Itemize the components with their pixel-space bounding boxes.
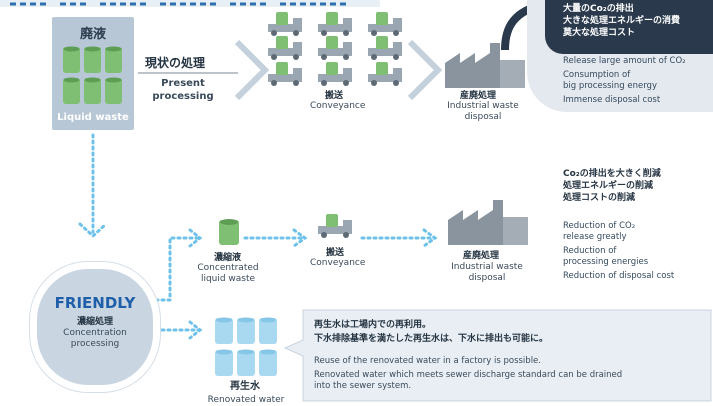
present-underline: [138, 72, 238, 74]
conveyance-mid-en: Conveyance: [310, 258, 366, 268]
chevron-arrow-icon: [235, 40, 270, 100]
disposal-mid-jp: 産廃処理: [463, 251, 500, 261]
callout-top-jp: 大量のCo₂の排出 大きな処理エネルギーの消費 莫大な処理コスト: [563, 3, 680, 39]
callout-mid-en-line: release greatly: [563, 232, 627, 242]
conveyance-mid-jp: 搬送: [326, 248, 345, 258]
callout-top-en-line: Consumption of: [563, 70, 631, 80]
water-barrels-icon: [215, 317, 277, 376]
disposal-top-en-line1: Industrial waste: [447, 101, 519, 111]
callout-top-jp-line: 大量のCo₂の排出: [563, 4, 634, 14]
liquid-waste-title-en: Liquid waste: [57, 112, 129, 123]
concentrated-jp: 濃縮液: [214, 253, 242, 263]
callout-top-en-line: big processing energy: [563, 81, 657, 91]
callout-top-jp-line: 莫大な処理コスト: [563, 28, 636, 38]
callout-mid-en-line: Reduction of disposal cost: [563, 271, 675, 281]
concentrated-en-line2: liquid waste: [200, 274, 256, 284]
disposal-top-en-line2: disposal: [464, 112, 502, 122]
callout-mid-jp-line: 処理エネルギーの削減: [563, 181, 654, 191]
disposal-top-en: Industrial waste disposal: [443, 101, 523, 123]
barrels-icon: [63, 46, 122, 104]
callout-mid-jp: Co₂の排出を大きく削減 処理エネルギーの削減 処理コストの削減: [563, 168, 661, 204]
present-en-line2: processing: [152, 91, 214, 102]
friendly-en-line2: processing: [70, 339, 120, 349]
callout-top-jp-line: 大きな処理エネルギーの消費: [563, 16, 681, 26]
barrel-icon: [219, 219, 239, 245]
friendly-en-line1: Concentration: [63, 328, 127, 338]
renovated-note-en: Reuse of the renovated water in a factor…: [314, 356, 622, 392]
callout-top-en-line: Immense disposal cost: [563, 95, 661, 105]
conveyance-top-en: Conveyance: [310, 101, 366, 111]
callout-mid-jp-line: Co₂の排出を大きく削減: [563, 169, 661, 179]
renovated-en: Renovated water: [207, 395, 285, 405]
renovated-note-en-line: into the sewer system.: [314, 381, 412, 391]
disposal-mid-en: Industrial waste disposal: [447, 262, 527, 284]
renovated-note-jp: 再生水は工場内での再利用。 下水排除基準を満たした再生水は、下水に排出も可能に。: [314, 318, 548, 346]
factory-icon: [445, 43, 525, 88]
friendly-title: FRIENDLY: [54, 294, 136, 312]
callout-mid-jp-line: 処理コストの削減: [563, 193, 636, 203]
truck-icon: [318, 214, 352, 238]
callout-top-header: [545, 0, 713, 54]
present-title-en: Present processing: [148, 77, 218, 103]
friendly-circle: FRIENDLY 濃縮処理 Concentration processing: [30, 262, 160, 392]
callout-mid-en-line: processing energies: [563, 257, 649, 267]
callout-mid-en-line: Reduction of CO₂: [563, 221, 636, 231]
callout-top-en: Release large amount of CO₂ Consumption …: [563, 56, 686, 106]
concentrated-en: Concentrated liquid waste: [188, 263, 268, 285]
renovated-note-jp-line: 下水排除基準を満たした再生水は、下水に排出も可能に。: [314, 334, 549, 344]
conveyance-top-jp: 搬送: [325, 91, 344, 101]
renovated-note-jp-line: 再生水は工場内での再利用。: [314, 320, 432, 330]
renovated-note-bubble: [283, 309, 712, 402]
friendly-jp: 濃縮処理: [76, 317, 113, 327]
present-title-jp: 現状の処理: [145, 56, 206, 70]
trucks-icon: [268, 12, 402, 86]
disposal-mid-en-line1: Industrial waste: [451, 262, 523, 272]
friendly-en: Concentration processing: [37, 328, 153, 350]
renovated-note-en-line: Renovated water which meets sewer discha…: [314, 370, 623, 380]
liquid-waste-box: 廃液 Liquid waste: [52, 17, 134, 130]
top-heading-strip: [0, 0, 380, 7]
disposal-top-jp: 産廃処理: [460, 91, 497, 101]
renovated-jp: 再生水: [230, 381, 260, 392]
callout-mid-en-line: Reduction of: [563, 246, 617, 256]
concentrated-en-line1: Concentrated: [197, 263, 259, 273]
disposal-mid-en-line2: disposal: [468, 273, 506, 283]
present-en-line1: Present: [161, 78, 205, 89]
callout-top-en-line: Release large amount of CO₂: [563, 56, 686, 66]
renovated-note-en-line: Reuse of the renovated water in a factor…: [314, 356, 541, 366]
liquid-waste-title-jp: 廃液: [79, 27, 106, 42]
factory-icon: [448, 200, 528, 245]
chevron-arrow-icon: [408, 40, 443, 100]
callout-mid-en: Reduction of CO₂ release greatly Reducti…: [563, 221, 674, 282]
